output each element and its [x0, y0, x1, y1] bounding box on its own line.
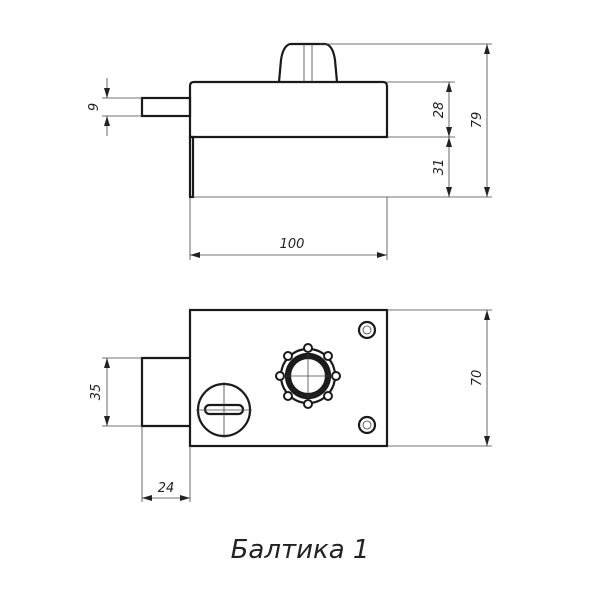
dim-lower-height: 31 — [432, 159, 447, 176]
keyhole — [196, 382, 252, 438]
dim-bolt-height: 9 — [87, 103, 102, 111]
screw-icon — [357, 415, 377, 435]
dim-bolt-width: 35 — [89, 384, 104, 401]
front-view: 35 70 24 — [89, 308, 492, 502]
lock-body-side — [188, 80, 389, 139]
bolt-front — [140, 356, 190, 428]
dim-body-height: 70 — [470, 370, 485, 387]
dim-width: 100 — [280, 237, 305, 252]
dim-total-height: 79 — [470, 112, 485, 129]
bolt-side — [140, 96, 192, 118]
mounting-flange — [188, 135, 195, 199]
dim-bolt-length: 24 — [158, 481, 175, 496]
knob-side — [277, 42, 339, 83]
knob-front — [275, 343, 341, 409]
screw-icon — [357, 320, 377, 340]
side-view: 9 28 31 79 100 — [87, 42, 492, 260]
caption: Балтика 1 — [231, 535, 370, 565]
lock-body-front — [188, 308, 389, 448]
dim-upper-height: 28 — [432, 102, 447, 119]
